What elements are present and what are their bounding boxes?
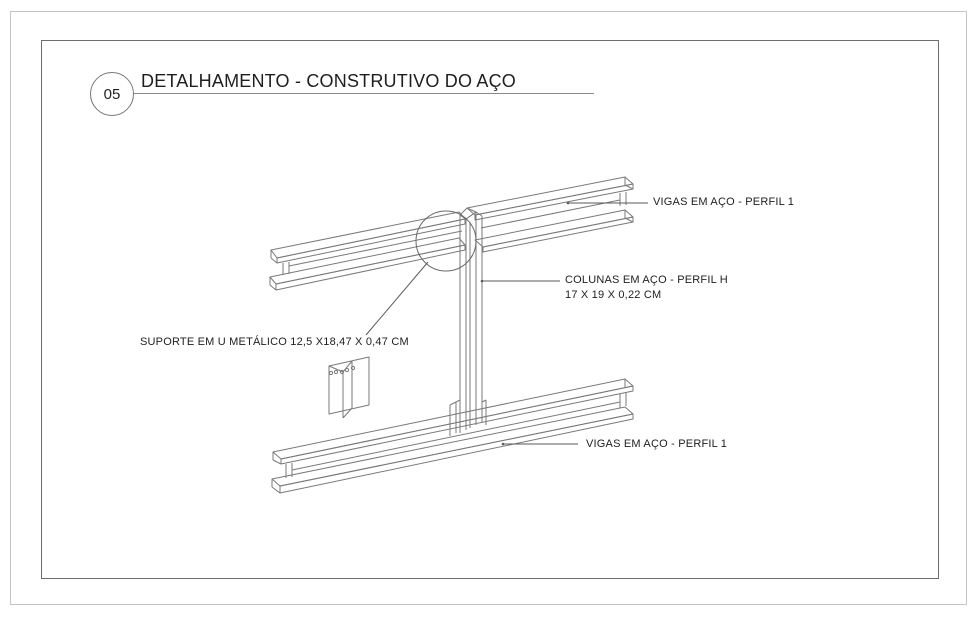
- label-column-size: 17 X 19 X 0,22 CM: [565, 289, 662, 301]
- detail-callout-circle: [415, 210, 477, 272]
- lower-beam: [271, 378, 634, 494]
- detail-number-circle: 05: [90, 72, 134, 116]
- h-column: [449, 207, 487, 436]
- upper-left-beam: [269, 211, 466, 291]
- leader-support: [365, 261, 429, 336]
- u-support-bracket: [328, 356, 370, 419]
- detail-title: DETALHAMENTO - CONSTRUTIVO DO AÇO: [141, 71, 516, 91]
- label-column-type: COLUNAS EM AÇO - PERFIL H: [565, 274, 728, 286]
- label-beam-top: VIGAS EM AÇO - PERFIL 1: [653, 196, 795, 208]
- upper-right-beam: [466, 176, 634, 253]
- leader-lines: [365, 202, 648, 445]
- title-underline: [134, 93, 594, 94]
- label-support: SUPORTE EM U METÁLICO 12,5 X18,47 X 0,47…: [140, 336, 409, 348]
- detail-number: 05: [103, 85, 121, 103]
- sheet-outer-border: [10, 11, 967, 605]
- sheet-inner-border: [41, 40, 939, 579]
- label-beam-bottom: VIGAS EM AÇO - PERFIL 1: [586, 438, 728, 450]
